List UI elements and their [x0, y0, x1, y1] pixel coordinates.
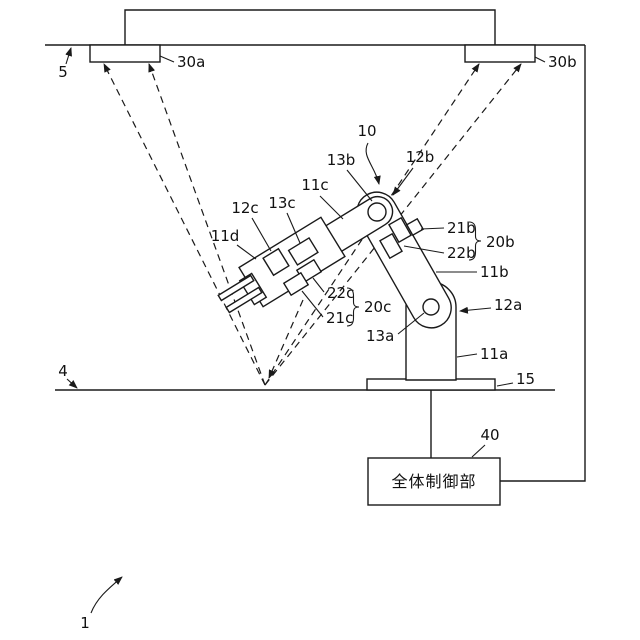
leader-11c — [319, 195, 344, 220]
ref-label-10: 10 — [357, 122, 376, 140]
ref-label-30b: 30b — [548, 53, 577, 71]
leader-13b — [346, 169, 373, 202]
component-box-22b — [379, 232, 403, 260]
ref-label-20c: 20c — [364, 298, 391, 316]
leader-40 — [471, 444, 486, 458]
gripper-finger-b — [225, 286, 263, 314]
controller-box-40 — [367, 457, 501, 506]
ref-label-20b: 20b — [486, 233, 515, 251]
ref-label-22b: 22b — [447, 244, 476, 262]
ref-label-11b: 11b — [480, 263, 509, 281]
leader-12c — [251, 217, 272, 252]
gripper-finger-a — [217, 274, 255, 302]
ref-label-13a: 13a — [366, 327, 394, 345]
sight-line-30a-left — [103, 63, 266, 386]
ref-label-12c: 12c — [231, 199, 258, 217]
leader-10 — [365, 142, 381, 185]
ref-label-21b: 21b — [447, 219, 476, 237]
camera-30b — [464, 44, 536, 63]
tool-axis-line — [268, 299, 304, 379]
camera-30a — [89, 44, 161, 63]
ref-label-5: 5 — [58, 63, 68, 81]
component-box-21c — [282, 271, 310, 297]
leader-4 — [66, 378, 78, 389]
ref-label-13c: 13c — [268, 194, 295, 212]
ref-label-13b: 13b — [327, 151, 356, 169]
leader-22c — [312, 277, 325, 293]
leader-21b — [420, 227, 445, 230]
ref-label-21c: 21c — [326, 309, 353, 327]
ref-label-12a: 12a — [494, 296, 522, 314]
leader-5 — [65, 47, 72, 65]
leader-22b — [403, 245, 445, 254]
ref-label-30a: 30a — [177, 53, 205, 71]
ref-label-4: 4 — [58, 362, 68, 380]
leader-1 — [90, 576, 123, 614]
leader-11d — [236, 244, 257, 260]
ref-label-15: 15 — [516, 370, 535, 388]
ref-label-1: 1 — [80, 614, 90, 632]
ref-label-12b: 12b — [406, 148, 435, 166]
sight-line-30a-right — [148, 63, 266, 386]
leader-13a — [397, 312, 425, 335]
sensor-cable-line — [500, 45, 586, 482]
leader-30a — [159, 55, 175, 63]
leader-12b — [392, 167, 414, 196]
leader-12a — [459, 306, 492, 314]
ref-label-40: 40 — [480, 426, 499, 444]
component-box-13c — [287, 236, 319, 266]
component-box-21b — [388, 216, 412, 244]
brace-20b — [468, 221, 482, 261]
joint-circle-13a — [422, 298, 440, 316]
component-box-12c — [262, 247, 290, 277]
ref-label-22c: 22c — [327, 284, 354, 302]
joint-circle-13b — [367, 202, 387, 222]
ref-label-11a: 11a — [480, 345, 508, 363]
ceiling-frame — [124, 9, 496, 45]
leader-21c — [301, 290, 324, 318]
leader-13c — [286, 212, 301, 244]
controller-label: 全体制御部 — [391, 472, 476, 491]
leader-30b — [534, 56, 546, 63]
leader-11a — [456, 353, 478, 358]
brace-20c — [346, 287, 360, 327]
leader-15 — [496, 382, 514, 387]
component-box-21b-outer — [405, 217, 425, 237]
ref-label-11d: 11d — [211, 227, 240, 245]
ref-label-11c: 11c — [301, 176, 328, 194]
